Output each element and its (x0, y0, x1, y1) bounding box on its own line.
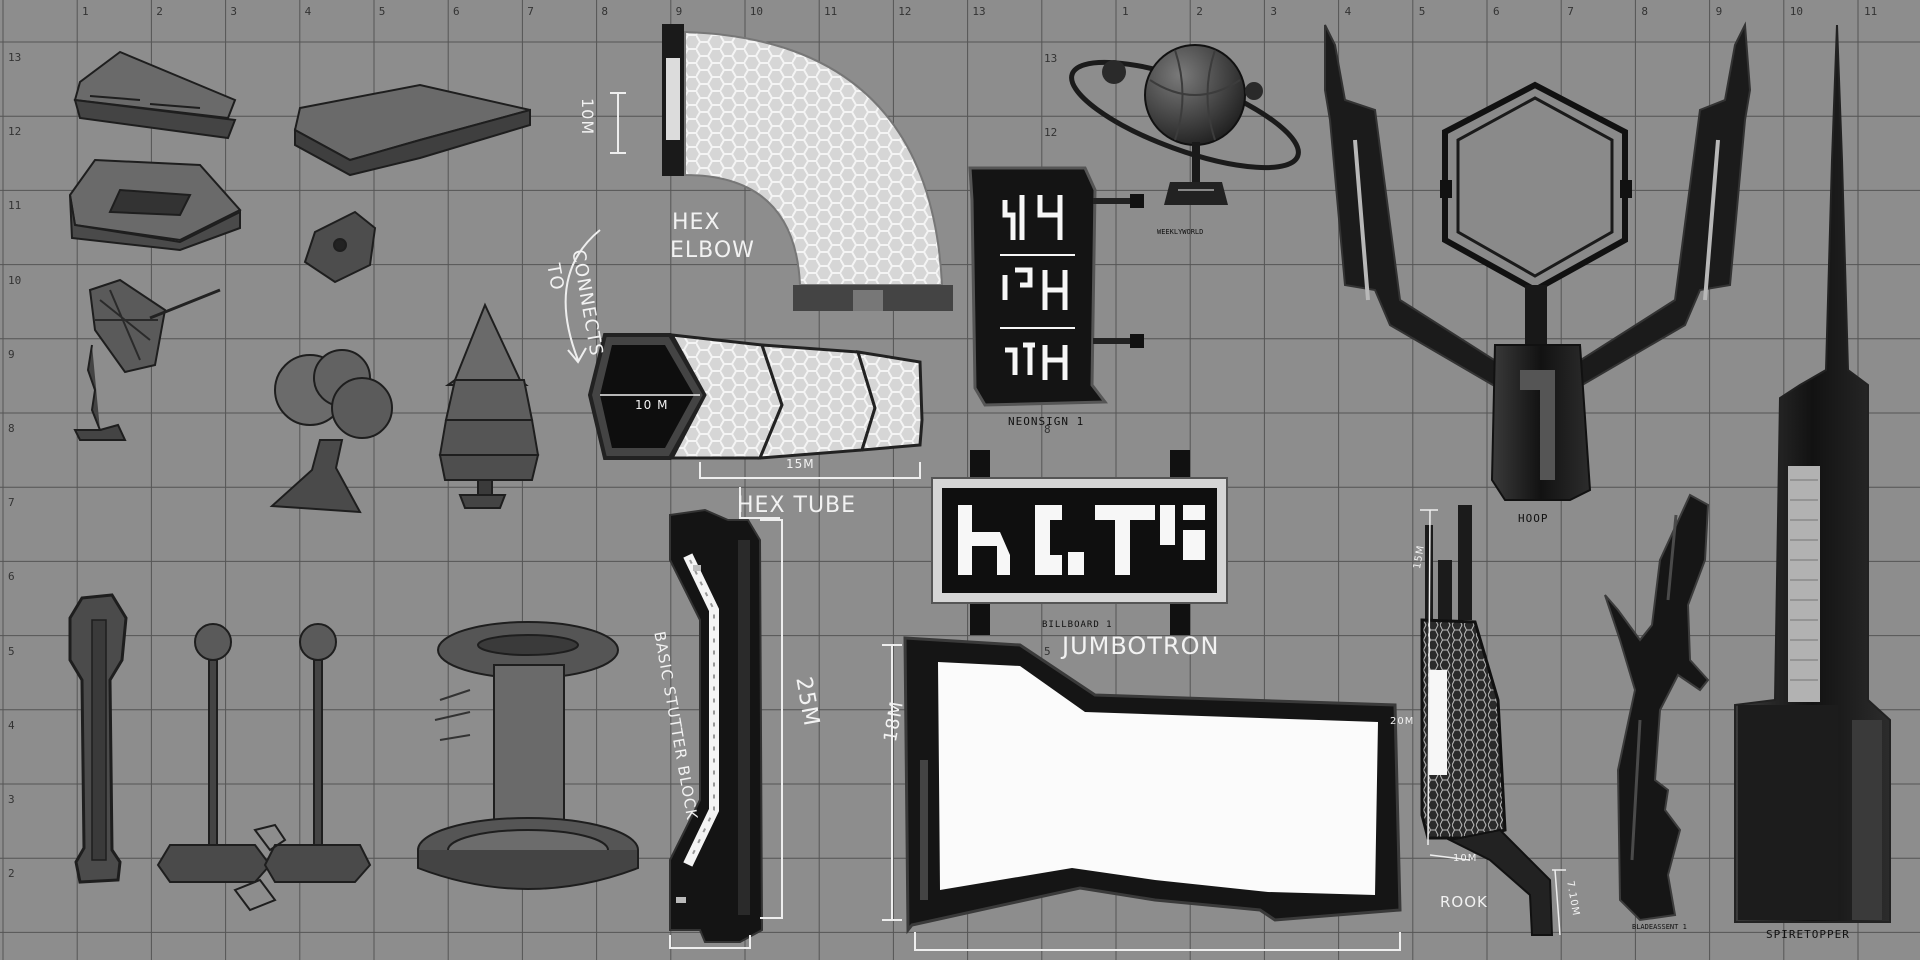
round-tree-sketch (269, 349, 393, 514)
ruler-number: 9 (675, 5, 683, 18)
ruler-number: 2 (1196, 5, 1203, 18)
ruler-number: 4 (8, 718, 15, 732)
ruler-number: 8 (1044, 423, 1051, 436)
connects-arrow (564, 229, 601, 364)
ruler-number: 6 (8, 570, 15, 584)
rook-dimension-base-label: 10M (1453, 853, 1478, 864)
small-block-sketch (303, 210, 377, 284)
ruler-number: 5 (1418, 5, 1426, 18)
hex-elbow-title-line1: HEX (672, 210, 721, 235)
hex-tube (587, 333, 924, 460)
ruler-number: 3 (8, 793, 15, 806)
hoop (1324, 21, 1752, 501)
rook-dimension-mid-label: 20M (1390, 716, 1415, 727)
ruler-number: 5 (378, 5, 386, 18)
hex-tube-label: HEX TUBE (737, 493, 857, 518)
spire-topper-label: SPIRETOPPER (1766, 928, 1850, 941)
torus-reactor-sketch (417, 621, 639, 890)
ruler-number: 8 (601, 5, 609, 18)
blade-accent (1604, 493, 1710, 922)
ruler-number: 1 (82, 5, 89, 18)
pyramid-roof-sketch (73, 50, 237, 140)
connects-label-line2: TO (542, 262, 568, 293)
stadium-bowl-sketch (68, 158, 242, 252)
ruler-number: 13 (1044, 52, 1058, 65)
ruler-number: 8 (1641, 5, 1649, 18)
hex-length-line (699, 462, 921, 479)
ruler-number: 5 (1044, 645, 1051, 658)
tall-column-sketch (68, 593, 128, 884)
hoop-label: HOOP (1518, 512, 1549, 525)
hex-tube-leader (739, 487, 780, 519)
ruler-number: 8 (8, 422, 15, 435)
ruler-number: 3 (230, 5, 238, 18)
ruler-number: 12 (8, 125, 22, 139)
ruler-number: 6 (453, 5, 460, 18)
platform-sketch (293, 83, 531, 177)
spire-topper (1734, 24, 1891, 923)
blade-accent-label: BLADEASSENT 1 (1632, 923, 1687, 931)
ruler-number: 4 (304, 5, 312, 18)
rook-label: ROOK (1440, 893, 1488, 911)
stutter-block (669, 508, 764, 943)
jumbo-dimension-line (882, 644, 902, 921)
stutter-dimension-line (760, 519, 783, 919)
billboard-label: BILLBOARD 1 (1042, 620, 1113, 630)
ruler-number: 7 (527, 5, 534, 18)
jumbotron (903, 636, 1402, 935)
neon-sign-label: NEONSIGN 1 (1008, 415, 1085, 428)
ruler-number: 10 (1789, 5, 1804, 18)
jumbotron-label: JUMBOTRON (1062, 632, 1220, 660)
lamp-post-pair-sketch (156, 623, 372, 912)
ruler-number: 7 (1567, 5, 1574, 18)
pine-tree-sketch (438, 302, 540, 509)
ruler-number: 13 (8, 51, 22, 64)
ruler-number: 1 (1122, 5, 1129, 18)
stutter-base-line (669, 935, 751, 949)
ruler-number: 10 (8, 273, 22, 287)
billboard (931, 450, 1228, 635)
ruler-number: 5 (8, 644, 15, 658)
hex-elbow-title-line2: ELBOW (670, 238, 755, 263)
ruler-number: 12 (898, 5, 912, 18)
ruler-number: 13 (972, 5, 986, 18)
ruler-number: 3 (1270, 5, 1278, 18)
ruler-number: 11 (8, 199, 22, 213)
ruler-number: 12 (1044, 126, 1058, 139)
ruler-number: 11 (1864, 5, 1878, 18)
ruler-number: 9 (8, 347, 15, 361)
ruler-number: 2 (156, 5, 163, 18)
weekly-world-planet (1069, 44, 1301, 205)
elbow-dimension-label: 10M (578, 98, 597, 136)
hex-width-label: 10 M (635, 398, 669, 412)
hex-length-label: 15M (786, 457, 815, 471)
ruler-number: 6 (1493, 5, 1500, 18)
rook-dimension-line (1420, 509, 1438, 846)
ruler-number: 10 (749, 5, 764, 18)
elbow-dimension-line (610, 92, 626, 154)
ruler-number: 7 (8, 496, 15, 510)
jumbo-base-line (914, 932, 1401, 951)
rook-side-line (1429, 854, 1566, 936)
ruler-number: 2 (8, 867, 15, 881)
hex-elbow (662, 24, 953, 311)
weekly-world-label: WEEKLYWORLD (1157, 228, 1204, 236)
ruler-number: 9 (1715, 5, 1723, 18)
satellite-dish-sketch (73, 278, 221, 441)
ruler-number: 11 (824, 5, 838, 18)
ruler-number: 4 (1344, 5, 1352, 18)
neon-sign (968, 166, 1144, 407)
